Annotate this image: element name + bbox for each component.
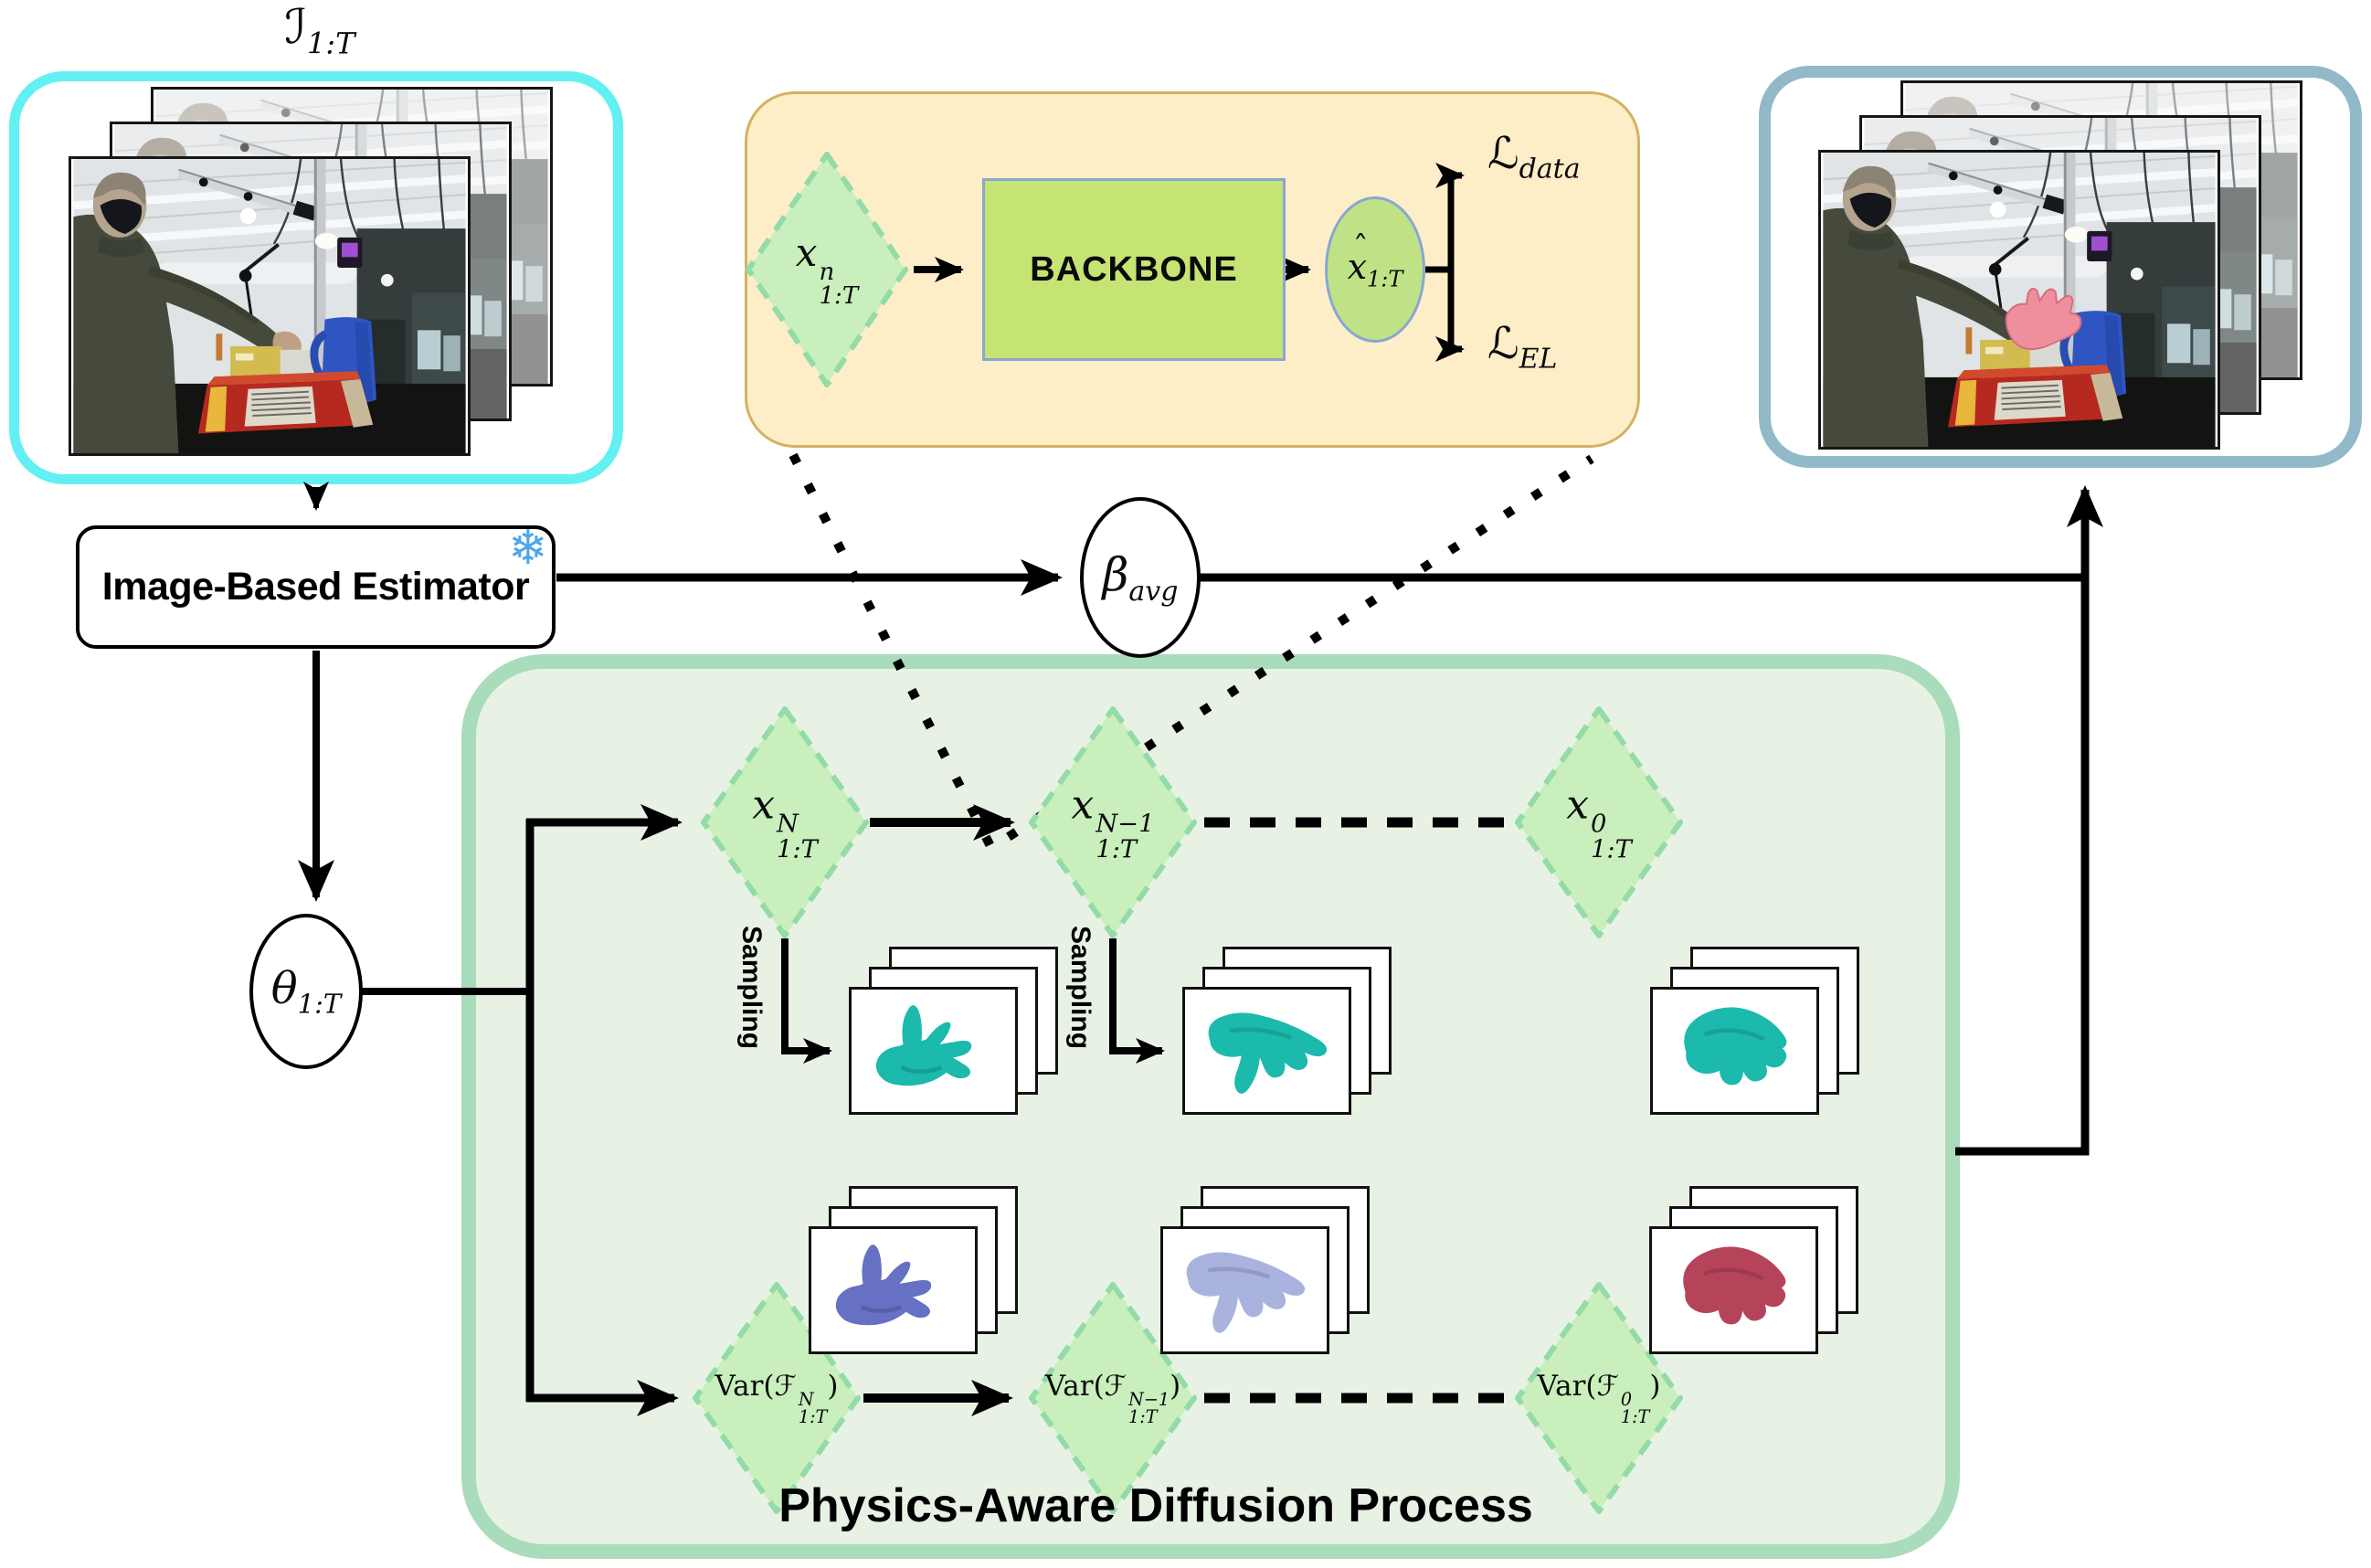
pose-stack-N-front xyxy=(849,987,1018,1115)
loss-data-label: ℒdata xyxy=(1487,128,1581,185)
image-based-estimator-box: Image-Based Estimator xyxy=(76,525,556,649)
mean-stack-N-1-front xyxy=(1160,1226,1329,1354)
pose-stack-0-front xyxy=(1650,987,1819,1115)
sampling-label-1: Sampling xyxy=(736,925,767,1049)
estimator-label: Image-Based Estimator xyxy=(101,565,530,609)
result-photo-front xyxy=(1818,150,2220,450)
pose-stack-N-1-front xyxy=(1182,987,1351,1115)
backbone-label: BACKBONE xyxy=(1030,249,1238,289)
beta-avg-node: βavg xyxy=(1080,497,1201,658)
sampling-label-2: Sampling xyxy=(1065,925,1096,1049)
variance-diamond-N-1 xyxy=(1029,1282,1197,1514)
diffusion-panel-title: Physics-Aware Diffusion Process xyxy=(778,1479,1533,1532)
theta-node: θ1:T xyxy=(249,914,363,1069)
mean-stack-N-front xyxy=(809,1226,978,1354)
input-photo-front xyxy=(69,156,471,456)
mean-stack-0-front xyxy=(1649,1226,1818,1354)
noisy-input-diamond xyxy=(746,152,908,387)
frozen-snowflake-icon: ❄ xyxy=(508,521,548,576)
variance-diamond-0 xyxy=(1515,1282,1683,1514)
loss-el-label: ℒEL xyxy=(1487,318,1558,376)
input-sequence-label: ℐ1:T xyxy=(284,0,355,61)
backbone-box: BACKBONE xyxy=(982,178,1286,361)
